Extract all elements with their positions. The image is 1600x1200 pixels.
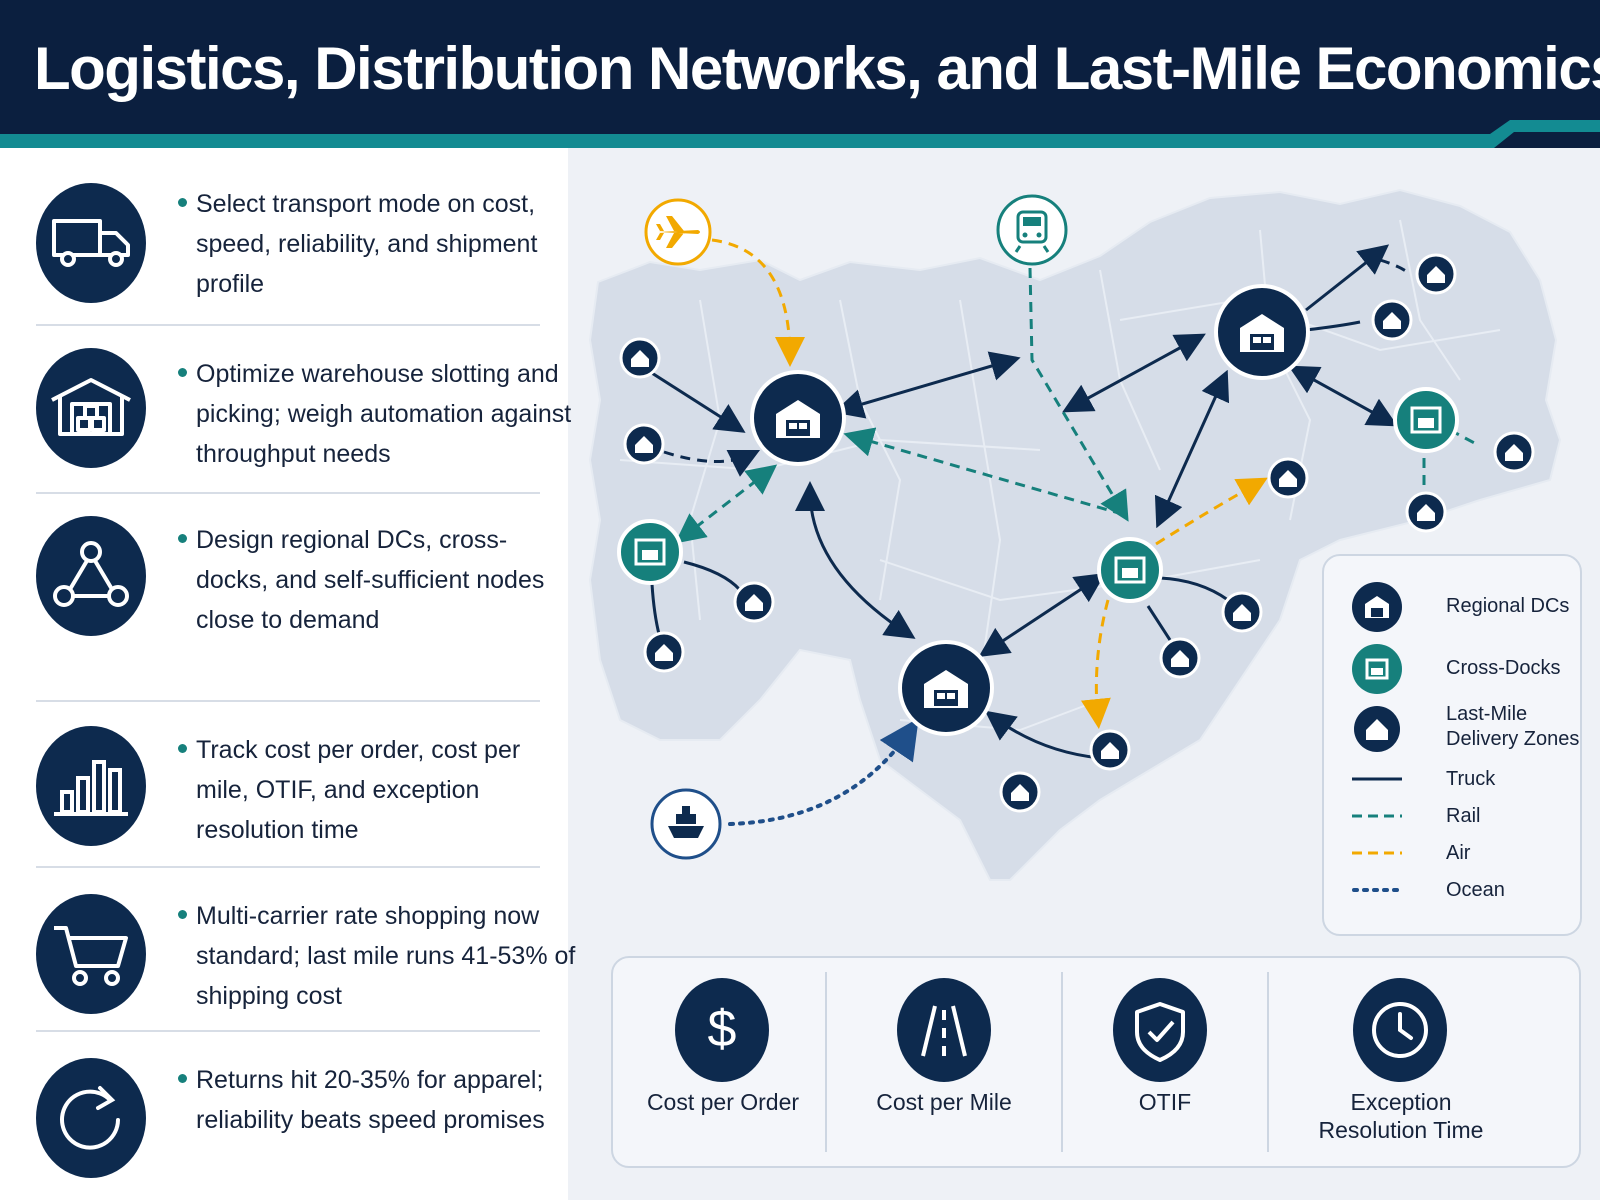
warehouse-icon <box>36 348 146 468</box>
air-links <box>711 238 1268 729</box>
legend-cross-docks: Cross-Docks <box>1350 642 1580 694</box>
ship-icon <box>650 788 722 860</box>
truck-icon <box>36 183 146 303</box>
legend-label: Last-Mile <box>1446 703 1528 725</box>
delivery-zone-node <box>1493 431 1535 473</box>
legend-truck: Truck <box>1352 768 1572 798</box>
regional-dc-node <box>898 640 994 736</box>
refresh-icon <box>36 1058 146 1178</box>
delivery-zone-node <box>623 423 665 465</box>
divider <box>36 1030 540 1032</box>
header-background <box>0 0 1600 148</box>
map-canvas <box>588 188 1562 881</box>
kpi-label: OTIF <box>1138 1089 1192 1115</box>
delivery-zone-node <box>1405 491 1447 533</box>
bullet <box>178 910 187 919</box>
bullet <box>178 1074 187 1083</box>
last-mile-nodes <box>619 253 1535 813</box>
page-title: Logistics, Distribution Networks, and La… <box>34 35 1600 102</box>
header: Logistics, Distribution Networks, and La… <box>0 0 1600 148</box>
kpi-label: Exception Resolution Time <box>1281 1088 1521 1144</box>
item-text: Multi-carrier rate shopping now standard… <box>196 902 576 1010</box>
kpi-exception-resolution-time: Exception Resolution Time <box>1269 958 1581 1170</box>
legend: Regional DCs Cross-Docks Last-Mile Deliv… <box>1322 554 1582 936</box>
network-triangle-icon <box>36 516 146 636</box>
truck-dashed-links <box>663 258 1411 477</box>
delivery-zone-node <box>619 337 661 379</box>
divider <box>36 700 540 702</box>
shield-check-icon <box>1113 978 1207 1082</box>
road-icon <box>897 978 991 1082</box>
delivery-zone-node <box>1371 299 1413 341</box>
delivery-zone-node <box>1159 637 1201 679</box>
left-panel: Select transport mode on cost, speed, re… <box>0 148 575 1200</box>
regional-dc-node <box>1214 284 1310 380</box>
legend-regional-dcs: Regional DCs <box>1350 580 1580 632</box>
cross-dock-node <box>1393 387 1459 453</box>
divider <box>36 866 540 868</box>
legend-label: Ocean <box>1446 879 1505 901</box>
truck-line-swatch <box>1352 777 1402 781</box>
legend-label: Air <box>1446 842 1471 864</box>
map-landmass <box>588 188 1562 881</box>
bullet <box>178 534 187 543</box>
item-text: Optimize warehouse slotting and picking;… <box>196 360 572 468</box>
kpi-cost-per-order: $ Cost per Order <box>613 958 823 1170</box>
legend-label: Delivery Zones <box>1446 728 1580 750</box>
delivery-zone-node <box>1267 457 1309 499</box>
kpi-separator <box>1061 972 1063 1152</box>
kpi-label-line: Resolution Time <box>1318 1117 1484 1143</box>
bullet <box>178 198 187 207</box>
kpi-otif: OTIF <box>1063 958 1267 1170</box>
delivery-zone-node <box>1221 591 1263 633</box>
network-map: Regional DCs Cross-Docks Last-Mile Deliv… <box>568 148 1600 1200</box>
ocean-links <box>728 718 919 826</box>
regional-dc-node <box>750 370 846 466</box>
item-text: Design regional DCs, cross-docks, and se… <box>196 526 545 634</box>
delivery-zone-node <box>733 581 775 623</box>
kpi-panel: $ Cost per Order Cost per Mile <box>611 956 1581 1168</box>
legend-label: Rail <box>1446 805 1481 827</box>
kpi-label: Cost per Order <box>646 1089 800 1115</box>
svg-text:$: $ <box>708 1000 737 1058</box>
delivery-zone-node <box>643 631 685 673</box>
delivery-zone-icon <box>1354 706 1400 752</box>
legend-label: Regional DCs <box>1446 595 1570 617</box>
bullet <box>178 744 187 753</box>
kpi-separator <box>825 972 827 1152</box>
kpi-label-line: Exception <box>1350 1089 1452 1115</box>
kpi-label: Cost per Mile <box>876 1089 1012 1115</box>
delivery-zone-node <box>999 771 1041 813</box>
legend-last-mile: Last-Mile Delivery Zones <box>1350 702 1580 758</box>
divider <box>36 324 540 326</box>
item-text: Select transport mode on cost, speed, re… <box>196 190 538 298</box>
legend-air: Air <box>1352 842 1572 872</box>
cross-dock-node <box>1097 537 1163 603</box>
shopping-cart-icon <box>36 894 146 1014</box>
regional-dc-icon <box>1352 582 1402 632</box>
delivery-zone-node <box>1089 729 1131 771</box>
bar-chart-icon <box>36 726 146 846</box>
clock-icon <box>1353 978 1447 1082</box>
cross-dock-node <box>617 519 683 585</box>
delivery-zone-node <box>1415 253 1457 295</box>
legend-rail: Rail <box>1352 805 1572 835</box>
legend-label: Truck <box>1446 768 1496 790</box>
item-text: Track cost per order, cost per mile, OTI… <box>196 736 521 844</box>
legend-ocean: Ocean <box>1352 879 1572 909</box>
divider <box>36 492 540 494</box>
airplane-icon <box>644 198 712 266</box>
air-line-swatch <box>1352 851 1402 855</box>
item-text: Returns hit 20-35% for apparel; reliabil… <box>196 1066 545 1134</box>
bullet <box>178 368 187 377</box>
train-icon <box>996 194 1068 266</box>
kpi-cost-per-mile: Cost per Mile <box>827 958 1061 1170</box>
kpi-separator <box>1267 972 1269 1152</box>
legend-label: Cross-Docks <box>1446 657 1561 679</box>
rail-line-swatch <box>1352 814 1402 818</box>
ocean-line-swatch <box>1352 888 1402 892</box>
cross-dock-icon <box>1352 644 1402 694</box>
dollar-icon: $ <box>675 978 769 1082</box>
